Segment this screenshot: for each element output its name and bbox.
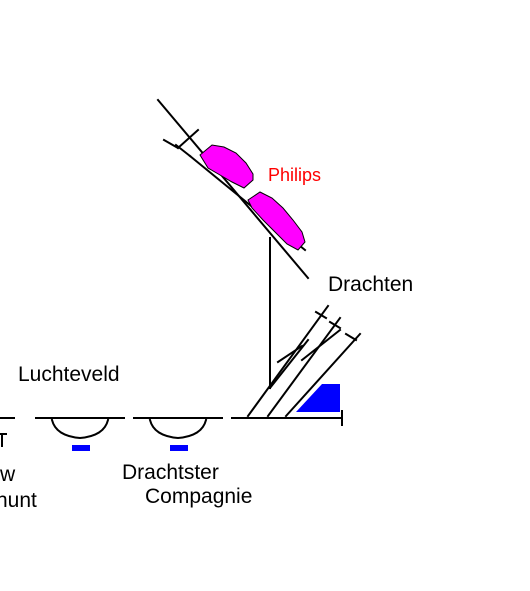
drachten-buffer-3	[344, 332, 358, 342]
drachten-crossover-3	[268, 338, 310, 390]
philips-siding-crossover	[176, 128, 200, 150]
drachtster-platform-marker	[170, 445, 188, 451]
drachtster-station-cup	[148, 418, 208, 440]
drachten-track-2	[266, 316, 342, 418]
drachten-buffer-1	[314, 310, 328, 320]
philips-buffer-stop	[162, 138, 180, 150]
drachtster-label-line2: Compagnie	[145, 485, 253, 508]
drachten-crossover-1	[276, 344, 304, 364]
drachten-crossover-2	[300, 328, 342, 362]
drachten-label: Drachten	[328, 273, 414, 296]
philips-siding-link	[174, 143, 192, 158]
drachten-buffer-2	[328, 320, 342, 330]
philips-label: Philips	[268, 165, 322, 185]
drachten-track-3	[284, 332, 362, 418]
drachtster-label-line1: Drachtster	[122, 461, 219, 484]
luchteveld-platform-marker	[72, 445, 90, 451]
cut-label-line2: hunt	[0, 489, 37, 512]
philips-industry-upper	[199, 144, 254, 189]
drachten-track-1	[246, 304, 330, 418]
philips-main-track	[156, 98, 310, 280]
luchteveld-label: Luchteveld	[18, 363, 120, 386]
luchteveld-station-cup	[50, 418, 110, 440]
philips-industry-lower	[247, 191, 306, 251]
drachten-platform	[296, 384, 340, 412]
cut-label-line1: w	[0, 463, 16, 486]
